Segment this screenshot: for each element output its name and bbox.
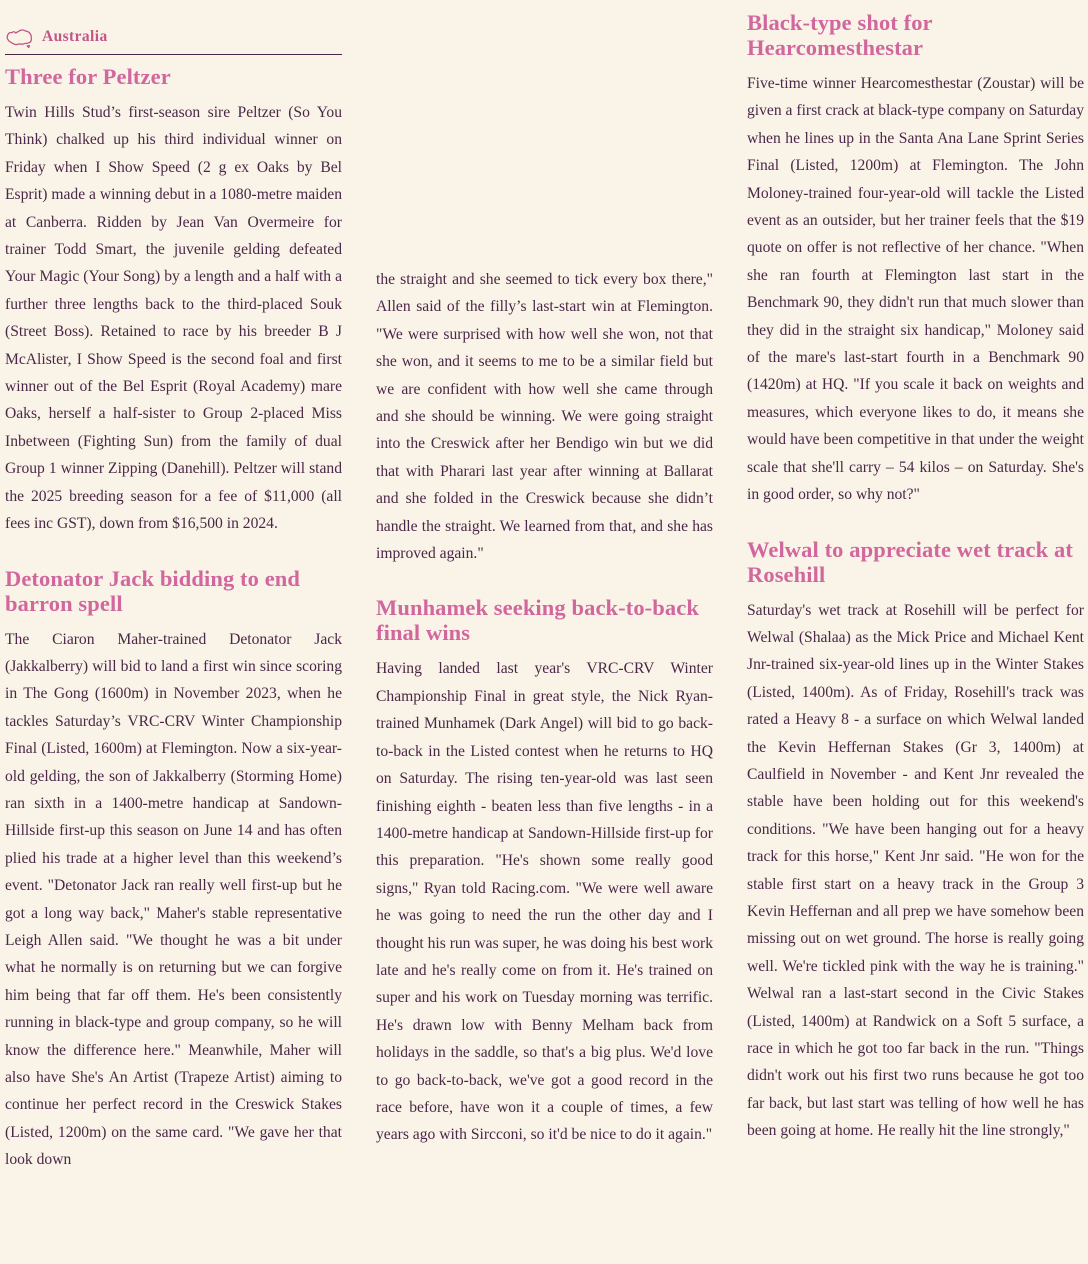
column-1: Australia Three for Peltzer Twin Hills S… [5,8,342,1174]
article-headline: Munhamek seeking back-to-back final wins [376,595,699,646]
article-body: Having landed last year's VRC-CRV Winter… [376,660,713,1144]
article-body: The Ciaron Maher-trained Detonator Jack … [5,630,342,1169]
column-2: the straight and she seemed to tick ever… [376,8,713,1174]
article-headline: Welwal to appreciate wet track at Rosehi… [747,536,1073,587]
article-body: Twin Hills Stud’s first-season sire Pelt… [5,104,342,533]
article-body: Saturday's wet track at Rosehill will be… [747,601,1084,1140]
region-label: Australia [42,28,108,45]
article-headline: Detonator Jack bidding to end barron spe… [5,565,301,616]
article-welwal: Welwal to appreciate wet track at Rosehi… [747,537,1084,1145]
article-peltzer: Three for Peltzer Twin Hills Stud’s firs… [5,64,342,538]
article-munhamek: Munhamek seeking back-to-back final wins… [376,595,713,1148]
article-hearcomesthestar: Black-type shot for Hearcomesthestar Fiv… [747,10,1084,509]
australia-map-icon [5,26,33,48]
article-detonator-jack: Detonator Jack bidding to end barron spe… [5,566,342,1174]
region-header: Australia [5,26,342,48]
article-headline: Three for Peltzer [5,64,171,89]
article-continuation: the straight and she seemed to tick ever… [376,271,713,563]
column-3: Black-type shot for Hearcomesthestar Fiv… [747,8,1084,1174]
column-layout: Australia Three for Peltzer Twin Hills S… [5,8,1084,1174]
header-rule [5,54,342,55]
article-body: Five-time winner Hearcomesthestar (Zoust… [747,75,1084,504]
blank-space [376,8,713,266]
article-headline: Black-type shot for Hearcomesthestar [747,10,933,60]
